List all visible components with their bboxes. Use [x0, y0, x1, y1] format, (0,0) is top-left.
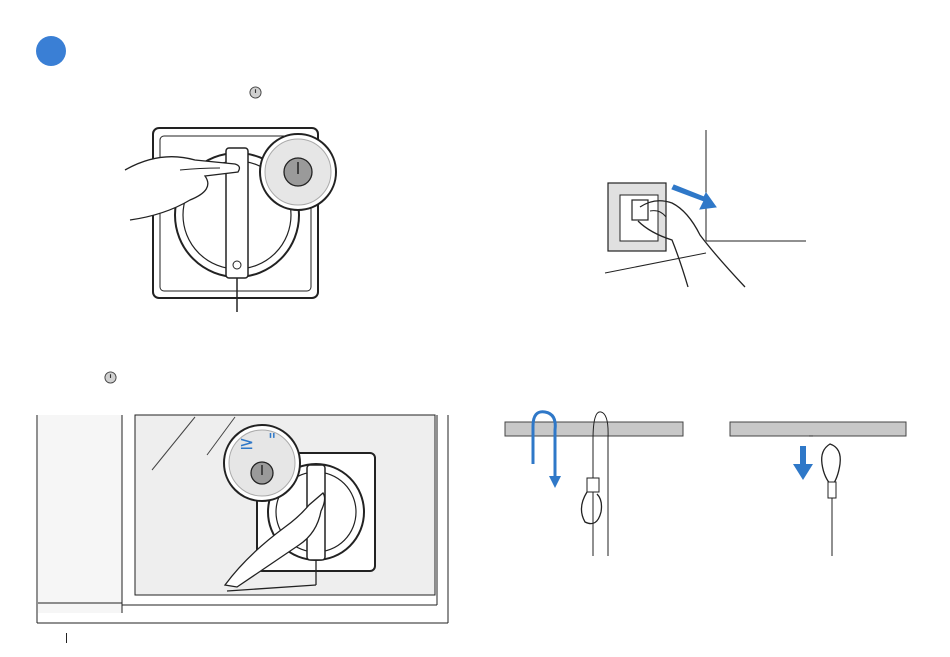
unplug-illustration	[600, 125, 815, 290]
rope-hook-illustration	[730, 408, 910, 558]
rope-loop-illustration	[505, 408, 685, 558]
power-icon	[249, 86, 262, 99]
power-icon	[104, 371, 117, 384]
callout-quote: "	[268, 430, 276, 451]
page-marker	[66, 633, 67, 643]
press-power-illustration	[120, 120, 350, 315]
callout-symbol: ≥	[239, 433, 254, 454]
step-indicator-dot	[36, 36, 66, 66]
